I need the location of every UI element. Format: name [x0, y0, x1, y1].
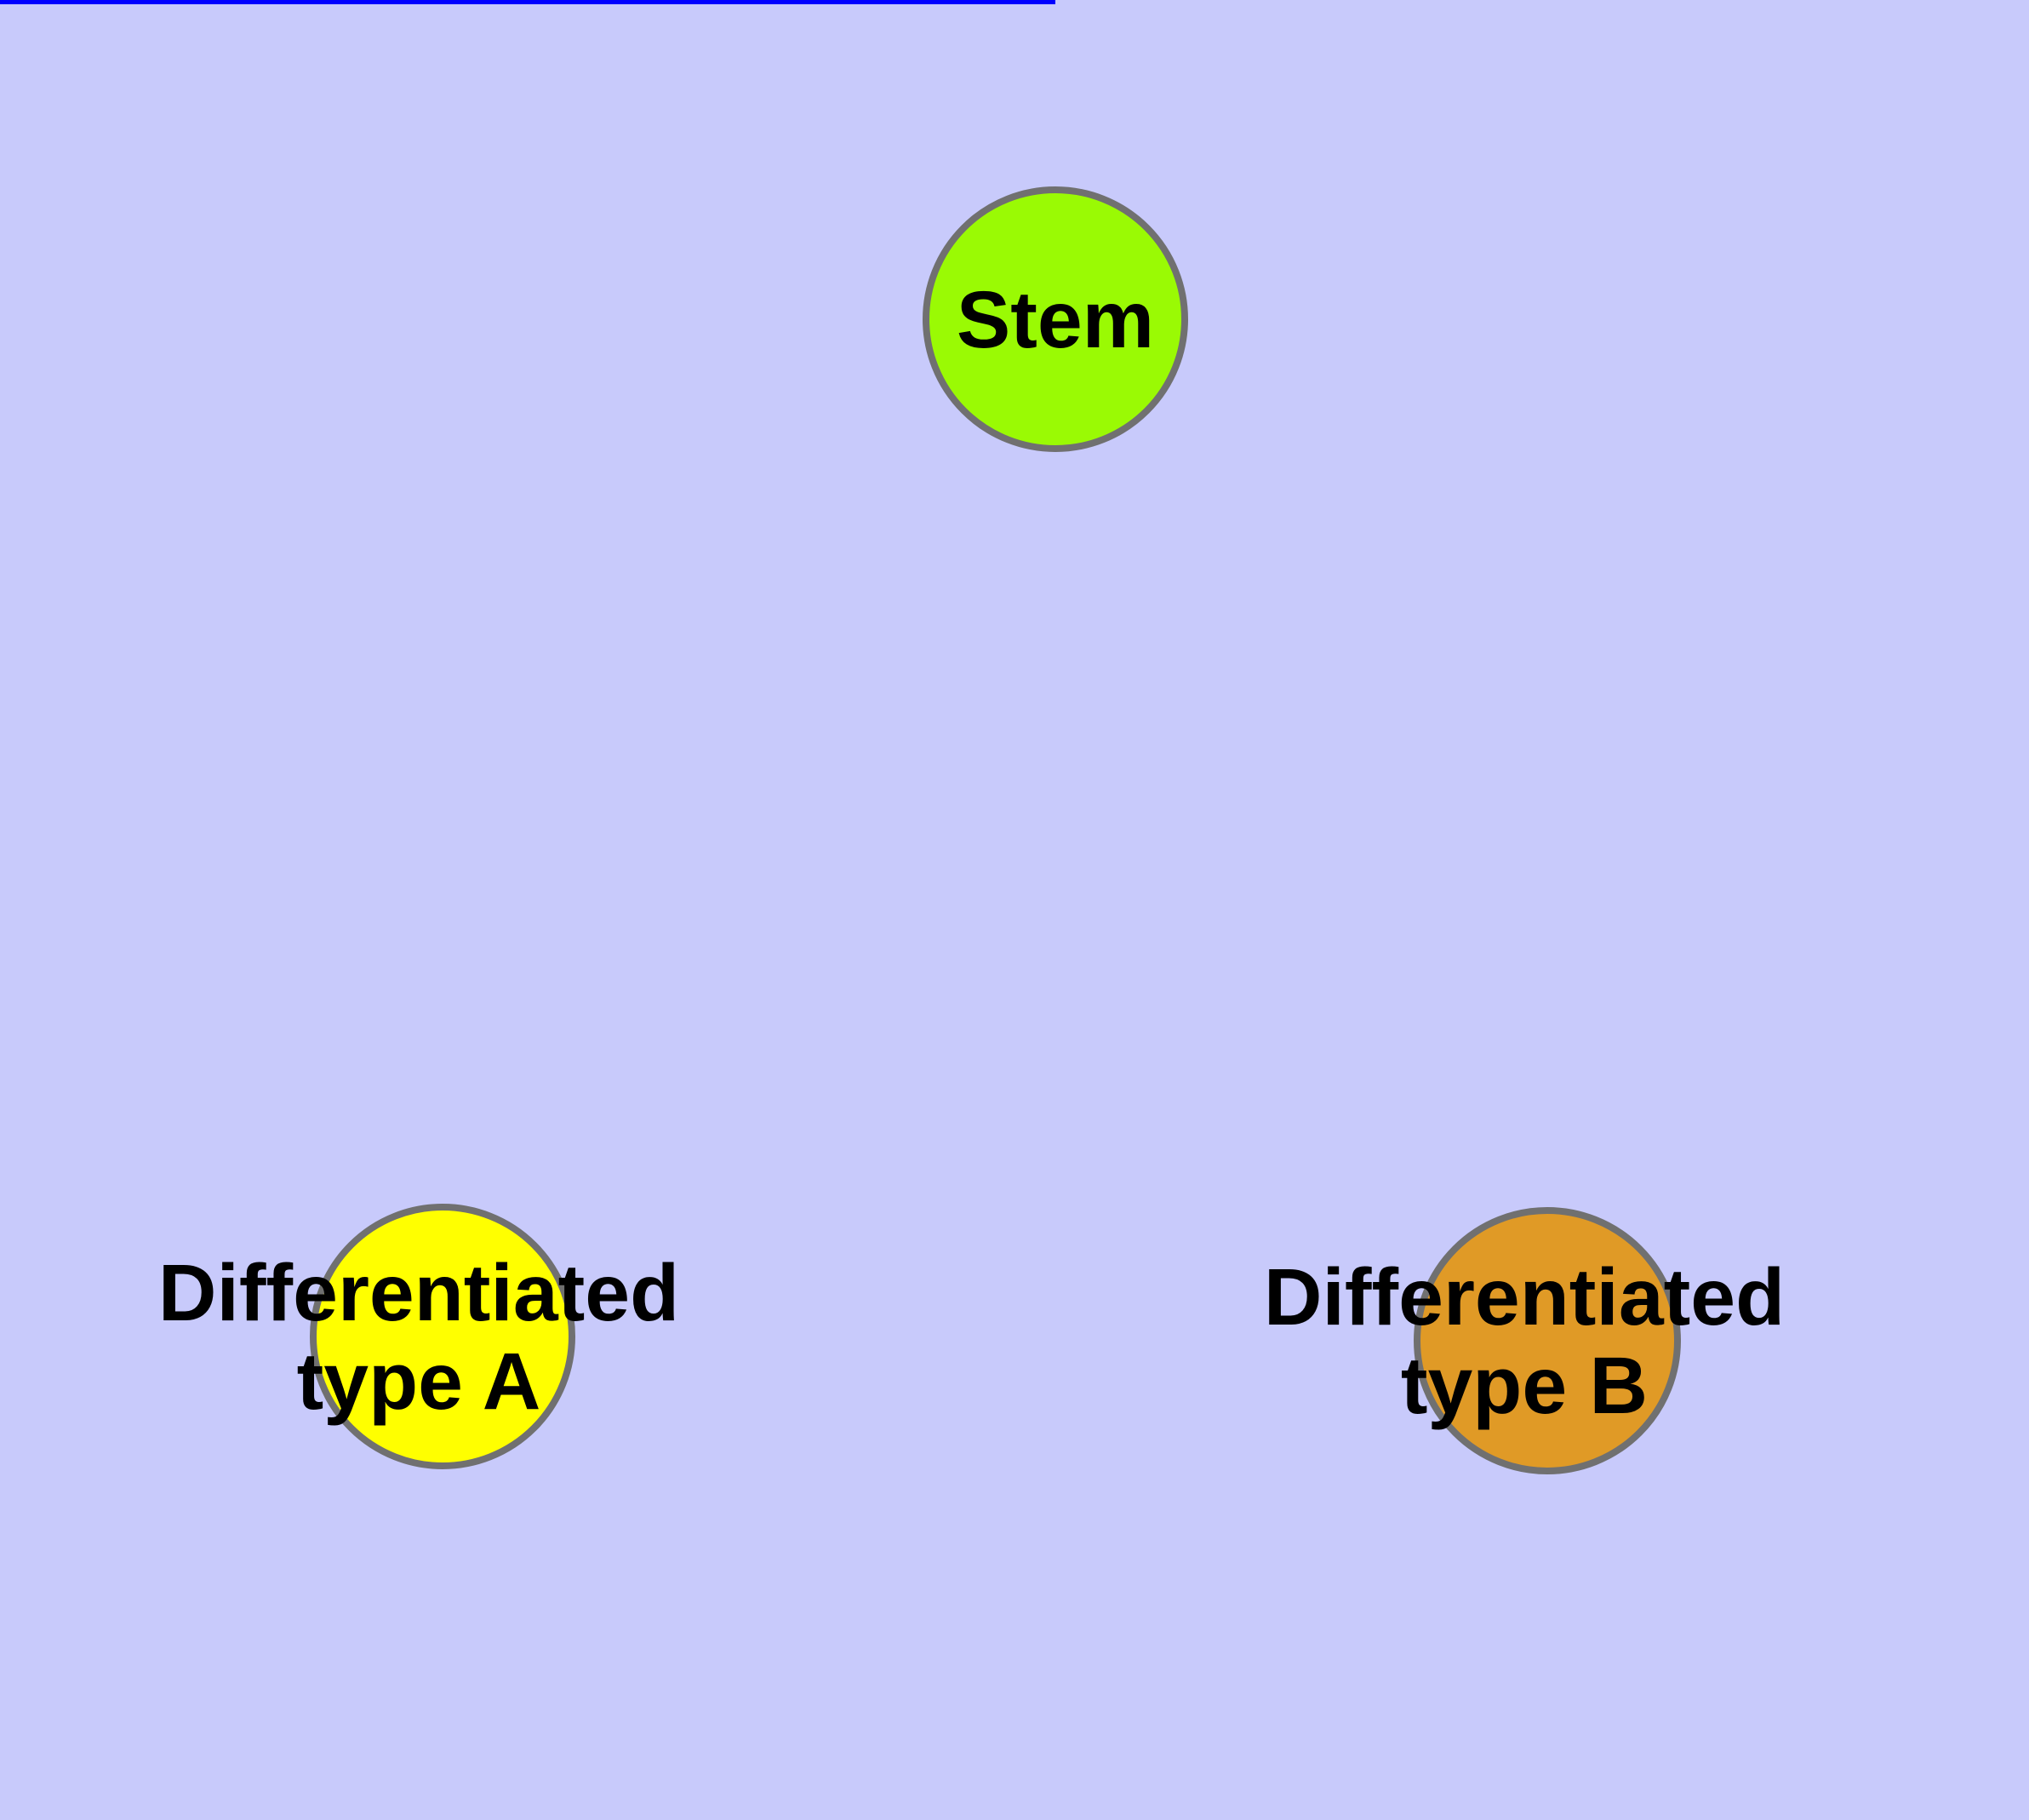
node-stem-circle[interactable]: [923, 186, 1188, 452]
node-differentiated-type-b[interactable]: Differentiated type B: [1264, 1207, 1785, 1474]
node-differentiated-type-a[interactable]: Differentiated type A: [158, 1204, 679, 1469]
node-differentiated-type-b-circle[interactable]: [1414, 1207, 1681, 1474]
node-differentiated-type-a-label-line-2: type A: [297, 1336, 541, 1427]
node-differentiated-type-b-label-line-2: type B: [1401, 1341, 1648, 1431]
node-stem[interactable]: Stem: [923, 186, 1188, 452]
node-differentiated-type-a-circle[interactable]: [310, 1204, 575, 1469]
node-layer: Stem Differentiated type A Differentiate…: [158, 186, 1785, 1474]
node-differentiated-type-a-label-line-1: Differentiated: [158, 1248, 679, 1338]
node-stem-label-line-1: Stem: [957, 275, 1154, 365]
node-differentiated-type-b-label-line-1: Differentiated: [1264, 1252, 1785, 1342]
